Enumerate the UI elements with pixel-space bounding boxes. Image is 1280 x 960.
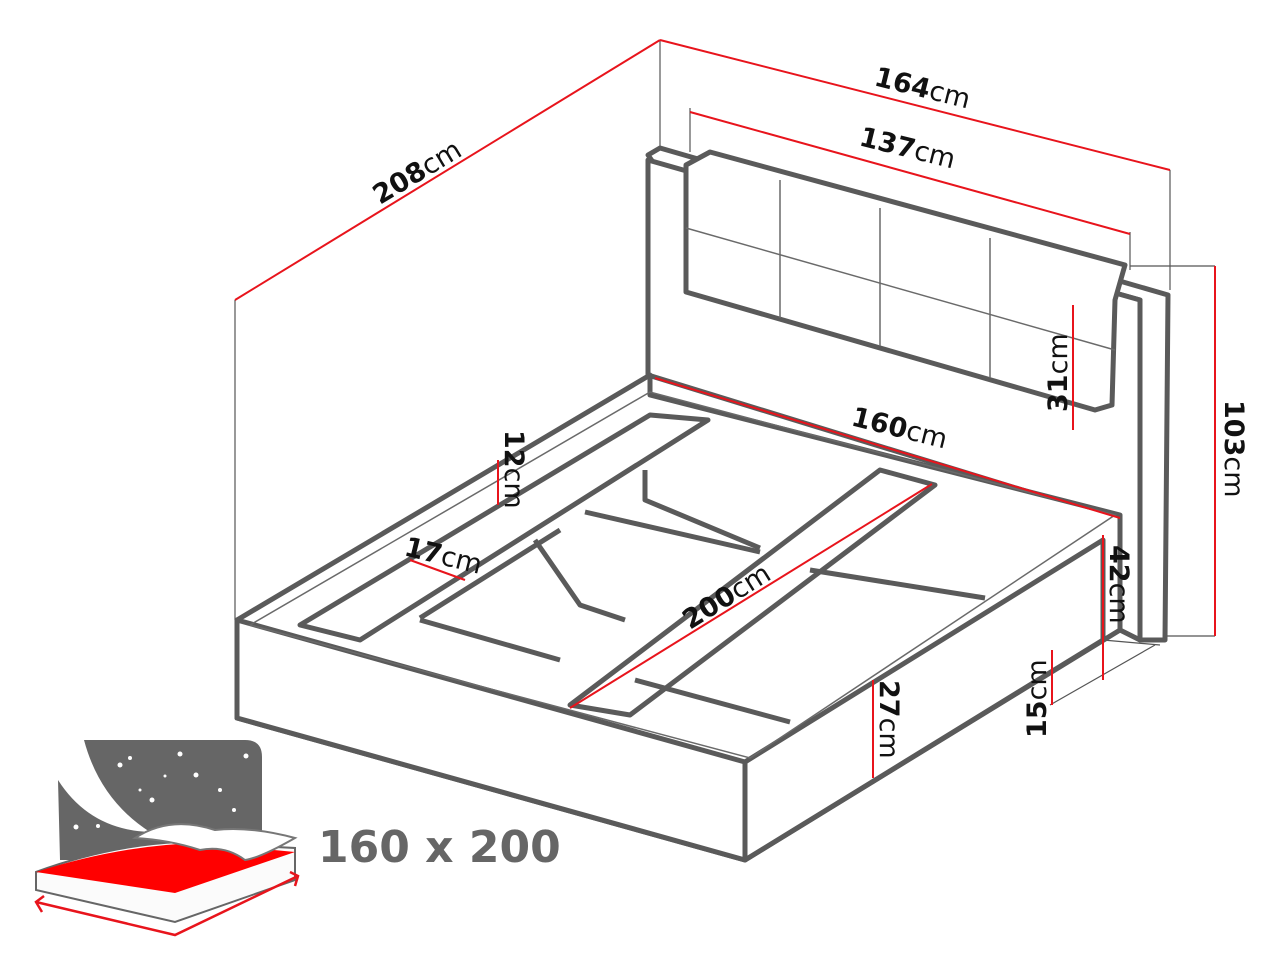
label-27: 27cm bbox=[873, 680, 904, 759]
bed-size-icon: 160 x 200 bbox=[34, 740, 561, 937]
headboard bbox=[645, 145, 1171, 643]
center-beam bbox=[567, 467, 938, 718]
bed-base bbox=[234, 372, 1123, 863]
label-15: 15cm bbox=[1022, 659, 1053, 738]
label-12: 12cm bbox=[498, 430, 529, 509]
mattress-size-label: 160 x 200 bbox=[318, 822, 561, 873]
headboard-cushion bbox=[683, 149, 1128, 413]
dimension-lines bbox=[234, 39, 1216, 778]
label-103: 103cm bbox=[1218, 400, 1249, 498]
label-208: 208cm bbox=[368, 134, 468, 211]
side-ledge bbox=[297, 412, 711, 643]
label-31: 31cm bbox=[1043, 333, 1074, 412]
label-137: 137cm bbox=[856, 122, 958, 176]
label-42: 42cm bbox=[1103, 545, 1134, 624]
